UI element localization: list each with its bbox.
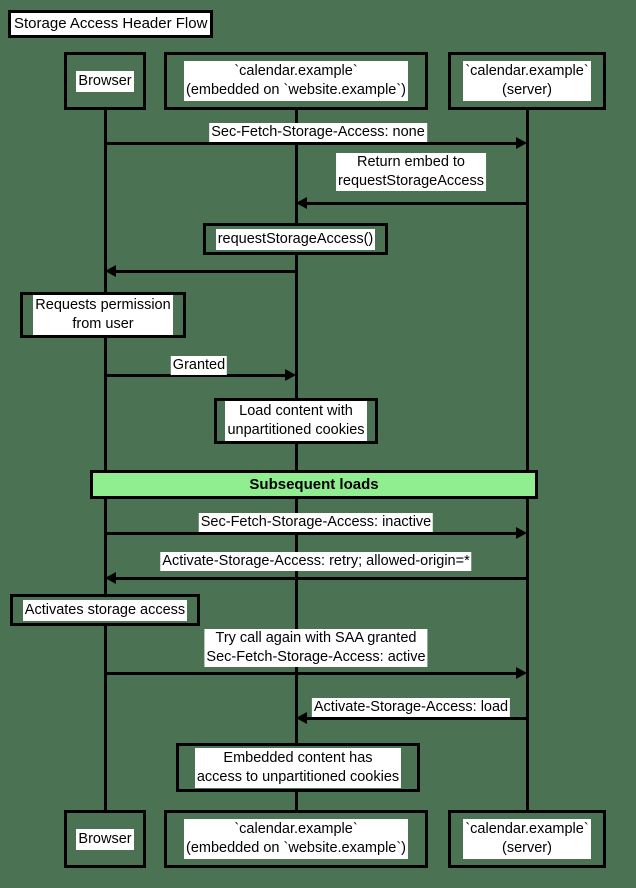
participant-header-embedded[interactable]: `calendar.example` (embedded on `website…	[164, 52, 428, 110]
message-arrowhead-0	[516, 137, 527, 149]
message-label-1: Return embed to requestStorageAccess	[336, 153, 486, 191]
note-embedded-content-access: Embedded content has access to unpartiti…	[176, 743, 420, 792]
diagram-title: Storage Access Header Flow	[11, 13, 211, 35]
participant-header-server-label: `calendar.example` (server)	[463, 61, 591, 101]
participant-footer-browser-label: Browser	[76, 828, 134, 850]
participant-footer-browser[interactable]: Browser	[64, 810, 146, 868]
message-arrowhead-5	[105, 572, 116, 584]
message-arrowhead-1	[296, 197, 307, 209]
divider-subsequent-loads-text: Subsequent loads	[249, 476, 379, 493]
message-line-4	[105, 532, 516, 535]
message-arrowhead-7	[296, 712, 307, 724]
participant-footer-server-label: `calendar.example` (server)	[463, 819, 591, 859]
note-request-storage-access-text: requestStorageAccess()	[215, 228, 376, 250]
participant-footer-server[interactable]: `calendar.example` (server)	[448, 810, 606, 868]
participant-footer-embedded-label: `calendar.example` (embedded on `website…	[183, 819, 409, 859]
message-label-7: Activate-Storage-Access: load	[311, 698, 511, 717]
participant-header-browser-label: Browser	[76, 70, 134, 92]
message-arrowhead-3	[285, 369, 296, 381]
message-label-5: Activate-Storage-Access: retry; allowed-…	[160, 552, 472, 571]
message-arrowhead-4	[516, 527, 527, 539]
message-line-1	[307, 202, 527, 205]
note-load-content-text: Load content with unpartitioned cookies	[225, 401, 367, 441]
diagram-title-box: Storage Access Header Flow	[8, 10, 214, 38]
note-load-content: Load content with unpartitioned cookies	[214, 398, 378, 444]
note-activates-storage-access: Activates storage access	[10, 594, 200, 626]
lifeline-embedded	[295, 110, 298, 810]
message-label-3: Granted	[170, 356, 228, 375]
message-line-7	[307, 717, 527, 720]
message-line-2	[116, 270, 296, 273]
participant-header-embedded-label: `calendar.example` (embedded on `website…	[183, 61, 409, 101]
lifeline-browser	[104, 110, 107, 810]
participant-header-server[interactable]: `calendar.example` (server)	[448, 52, 606, 110]
message-line-5	[116, 577, 527, 580]
note-request-storage-access: requestStorageAccess()	[203, 223, 388, 255]
message-line-3	[105, 374, 285, 377]
participant-footer-embedded[interactable]: `calendar.example` (embedded on `website…	[164, 810, 428, 868]
note-activates-storage-access-text: Activates storage access	[22, 599, 188, 621]
message-line-6	[105, 672, 516, 675]
message-line-0	[105, 142, 516, 145]
message-label-6: Try call again with SAA granted Sec-Fetc…	[204, 629, 428, 667]
note-embedded-content-access-text: Embedded content has access to unpartiti…	[194, 747, 402, 788]
message-label-0: Sec-Fetch-Storage-Access: none	[209, 123, 427, 142]
message-label-4: Sec-Fetch-Storage-Access: inactive	[198, 513, 434, 532]
divider-subsequent-loads: Subsequent loads	[90, 470, 538, 499]
message-arrowhead-2	[105, 265, 116, 277]
message-arrowhead-6	[516, 667, 527, 679]
note-requests-permission-text: Requests permission from user	[33, 295, 173, 335]
note-requests-permission: Requests permission from user	[20, 292, 186, 338]
participant-header-browser[interactable]: Browser	[64, 52, 146, 110]
lifeline-server	[526, 110, 529, 810]
